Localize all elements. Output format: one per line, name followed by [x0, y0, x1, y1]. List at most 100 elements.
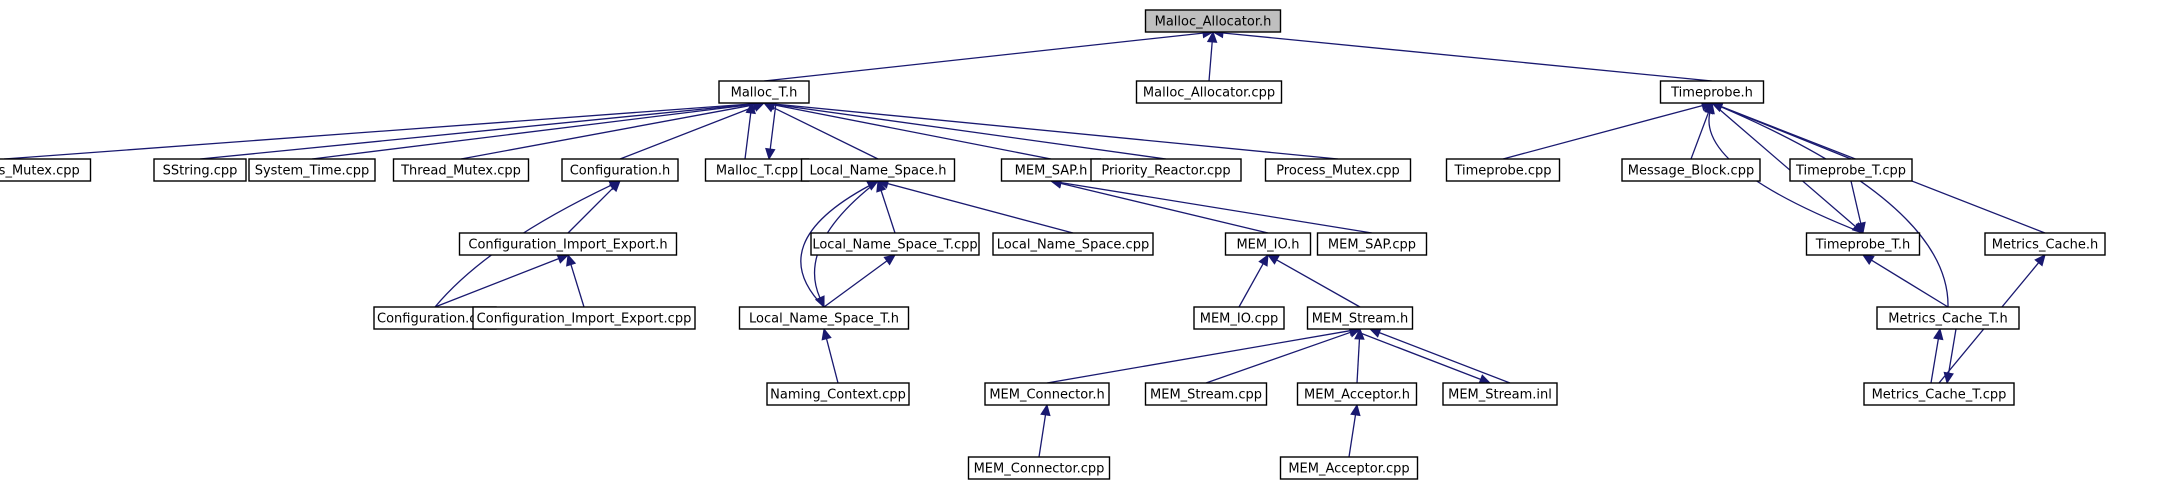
node-box[interactable]	[1264, 158, 1412, 182]
node-mem-connector-cpp[interactable]: MEM_Connector.cpp	[967, 456, 1111, 480]
node-box[interactable]	[1144, 382, 1268, 406]
node-label[interactable]: Timeprobe.cpp	[1453, 164, 1551, 179]
node-mem-stream-h[interactable]: MEM_Stream.h	[1306, 306, 1414, 330]
node-label[interactable]: MEM_Stream.cpp	[1150, 388, 1262, 403]
node-label[interactable]: Process_Mutex.cpp	[1276, 164, 1400, 179]
node-mem-sap-cpp[interactable]: MEM_SAP.cpp	[1316, 232, 1428, 256]
node-box[interactable]	[472, 306, 696, 330]
node-sstring-cpp[interactable]: SString.cpp	[153, 158, 247, 182]
node-box[interactable]	[1984, 232, 2106, 256]
node-box[interactable]	[153, 158, 247, 182]
node-label[interactable]: Malloc_Allocator.cpp	[1143, 86, 1275, 101]
node-local-name-space-t-h[interactable]: Local_Name_Space_T.h	[738, 306, 910, 330]
node-timeprobe-h[interactable]: Timeprobe.h	[1659, 80, 1765, 104]
node-box[interactable]	[1805, 232, 1921, 256]
node-mem-stream-cpp[interactable]: MEM_Stream.cpp	[1144, 382, 1268, 406]
node-label[interactable]: Configuration_Import_Export.h	[468, 238, 667, 253]
node-rw-process-mutex-cpp[interactable]: RW_Process_Mutex.cpp	[0, 158, 92, 182]
node-timeprobe-t-cpp[interactable]: Timeprobe_T.cpp	[1789, 158, 1913, 182]
node-label[interactable]: Malloc_Allocator.h	[1155, 15, 1272, 30]
node-message-block-cpp[interactable]: Message_Block.cpp	[1621, 158, 1761, 182]
node-box[interactable]	[1442, 382, 1558, 406]
node-thread-mutex-cpp[interactable]: Thread_Mutex.cpp	[392, 158, 530, 182]
node-timeprobe-t-h[interactable]: Timeprobe_T.h	[1805, 232, 1921, 256]
node-box[interactable]	[1224, 232, 1312, 256]
node-label[interactable]: Local_Name_Space.h	[809, 164, 946, 179]
node-label[interactable]: Configuration_Import_Export.cpp	[477, 312, 692, 327]
node-box[interactable]	[766, 382, 910, 406]
node-local-name-space-cpp[interactable]: Local_Name_Space.cpp	[992, 232, 1154, 256]
node-label[interactable]: SString.cpp	[163, 164, 238, 179]
node-configuration-cpp[interactable]: Configuration.cpp	[373, 306, 497, 330]
node-label[interactable]: Timeprobe_T.cpp	[1795, 164, 1906, 179]
node-box[interactable]	[458, 232, 678, 256]
node-label[interactable]: MEM_SAP.h	[1015, 164, 1088, 179]
node-label[interactable]: Local_Name_Space.cpp	[997, 238, 1149, 253]
node-label[interactable]: Metrics_Cache_T.cpp	[1872, 388, 2007, 403]
node-mem-acceptor-cpp[interactable]: MEM_Acceptor.cpp	[1279, 456, 1419, 480]
node-box[interactable]	[1789, 158, 1913, 182]
node-box[interactable]	[248, 158, 376, 182]
node-label[interactable]: Priority_Reactor.cpp	[1101, 164, 1230, 179]
node-box[interactable]	[992, 232, 1154, 256]
node-mem-sap-h[interactable]: MEM_SAP.h	[1000, 158, 1102, 182]
node-label[interactable]: Timeprobe_T.h	[1815, 238, 1911, 253]
node-box[interactable]	[392, 158, 530, 182]
node-naming-context-cpp[interactable]: Naming_Context.cpp	[766, 382, 910, 406]
node-malloc-t-cpp[interactable]: Malloc_T.cpp	[704, 158, 810, 182]
node-configuration-import-export-cpp[interactable]: Configuration_Import_Export.cpp	[472, 306, 696, 330]
node-label[interactable]: MEM_Acceptor.cpp	[1288, 462, 1409, 477]
node-box[interactable]	[738, 306, 910, 330]
node-box[interactable]	[0, 158, 92, 182]
node-label[interactable]: Timeprobe.h	[1670, 86, 1753, 101]
node-malloc-allocator-cpp[interactable]: Malloc_Allocator.cpp	[1135, 80, 1283, 104]
node-label[interactable]: MEM_Acceptor.h	[1304, 388, 1410, 403]
node-box[interactable]	[1445, 158, 1561, 182]
node-box[interactable]	[1144, 9, 1282, 33]
node-malloc-allocator-h[interactable]: Malloc_Allocator.h	[1144, 9, 1282, 33]
node-box[interactable]	[1863, 382, 2015, 406]
node-malloc-t-h[interactable]: Malloc_T.h	[718, 80, 810, 104]
node-box[interactable]	[718, 80, 810, 104]
node-label[interactable]: MEM_IO.h	[1236, 238, 1299, 253]
node-mem-connector-h[interactable]: MEM_Connector.h	[984, 382, 1110, 406]
node-label[interactable]: Metrics_Cache.h	[1992, 238, 2099, 253]
node-box[interactable]	[561, 158, 679, 182]
node-box[interactable]	[1876, 306, 2020, 330]
node-label[interactable]: MEM_Stream.h	[1312, 312, 1409, 327]
node-box[interactable]	[1135, 80, 1283, 104]
node-configuration-h[interactable]: Configuration.h	[561, 158, 679, 182]
node-label[interactable]: System_Time.cpp	[255, 164, 370, 179]
node-label[interactable]: MEM_Connector.cpp	[974, 462, 1105, 477]
node-label[interactable]: Configuration.cpp	[377, 312, 493, 327]
node-label[interactable]: Message_Block.cpp	[1628, 164, 1754, 179]
node-timeprobe-cpp[interactable]: Timeprobe.cpp	[1445, 158, 1561, 182]
node-label[interactable]: Naming_Context.cpp	[770, 388, 906, 403]
node-box[interactable]	[967, 456, 1111, 480]
node-local-name-space-h[interactable]: Local_Name_Space.h	[800, 158, 956, 182]
node-box[interactable]	[1296, 382, 1418, 406]
node-box[interactable]	[1279, 456, 1419, 480]
node-label[interactable]: Local_Name_Space_T.h	[749, 312, 899, 327]
node-label[interactable]: MEM_IO.cpp	[1200, 312, 1278, 327]
node-configuration-import-export-h[interactable]: Configuration_Import_Export.h	[458, 232, 678, 256]
node-label[interactable]: Thread_Mutex.cpp	[400, 164, 521, 179]
node-metrics-cache-h[interactable]: Metrics_Cache.h	[1984, 232, 2106, 256]
node-priority-reactor-cpp[interactable]: Priority_Reactor.cpp	[1090, 158, 1242, 182]
node-box[interactable]	[810, 232, 980, 256]
node-box[interactable]	[1193, 306, 1285, 330]
node-box[interactable]	[984, 382, 1110, 406]
node-box[interactable]	[800, 158, 956, 182]
node-local-name-space-t-cpp[interactable]: Local_Name_Space_T.cpp	[810, 232, 980, 256]
node-box[interactable]	[1316, 232, 1428, 256]
node-label[interactable]: Malloc_T.cpp	[716, 164, 798, 179]
node-box[interactable]	[1621, 158, 1761, 182]
node-label[interactable]: MEM_Connector.h	[989, 388, 1104, 403]
node-mem-stream-inl[interactable]: MEM_Stream.inl	[1442, 382, 1558, 406]
node-label[interactable]: Malloc_T.h	[731, 86, 798, 101]
node-label[interactable]: Local_Name_Space_T.cpp	[812, 238, 977, 253]
node-label[interactable]: RW_Process_Mutex.cpp	[0, 164, 80, 179]
node-process-mutex-cpp[interactable]: Process_Mutex.cpp	[1264, 158, 1412, 182]
node-box[interactable]	[1659, 80, 1765, 104]
node-label[interactable]: MEM_Stream.inl	[1448, 388, 1552, 403]
